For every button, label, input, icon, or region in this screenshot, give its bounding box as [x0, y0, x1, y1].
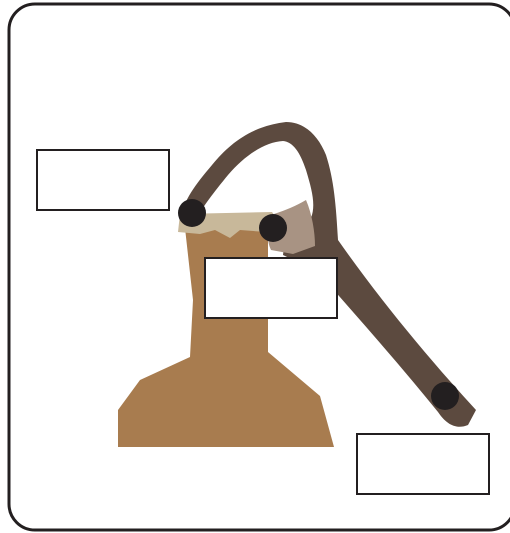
pivot-point-handle-end — [431, 382, 459, 410]
pivot-point-left — [178, 199, 206, 227]
label-box-top-left[interactable] — [36, 149, 170, 211]
label-box-middle[interactable] — [204, 257, 338, 319]
label-box-bottom-right[interactable] — [356, 433, 490, 495]
bottle-body — [118, 228, 334, 447]
pivot-point-middle — [259, 214, 287, 242]
opener-hook-inner — [267, 200, 315, 254]
